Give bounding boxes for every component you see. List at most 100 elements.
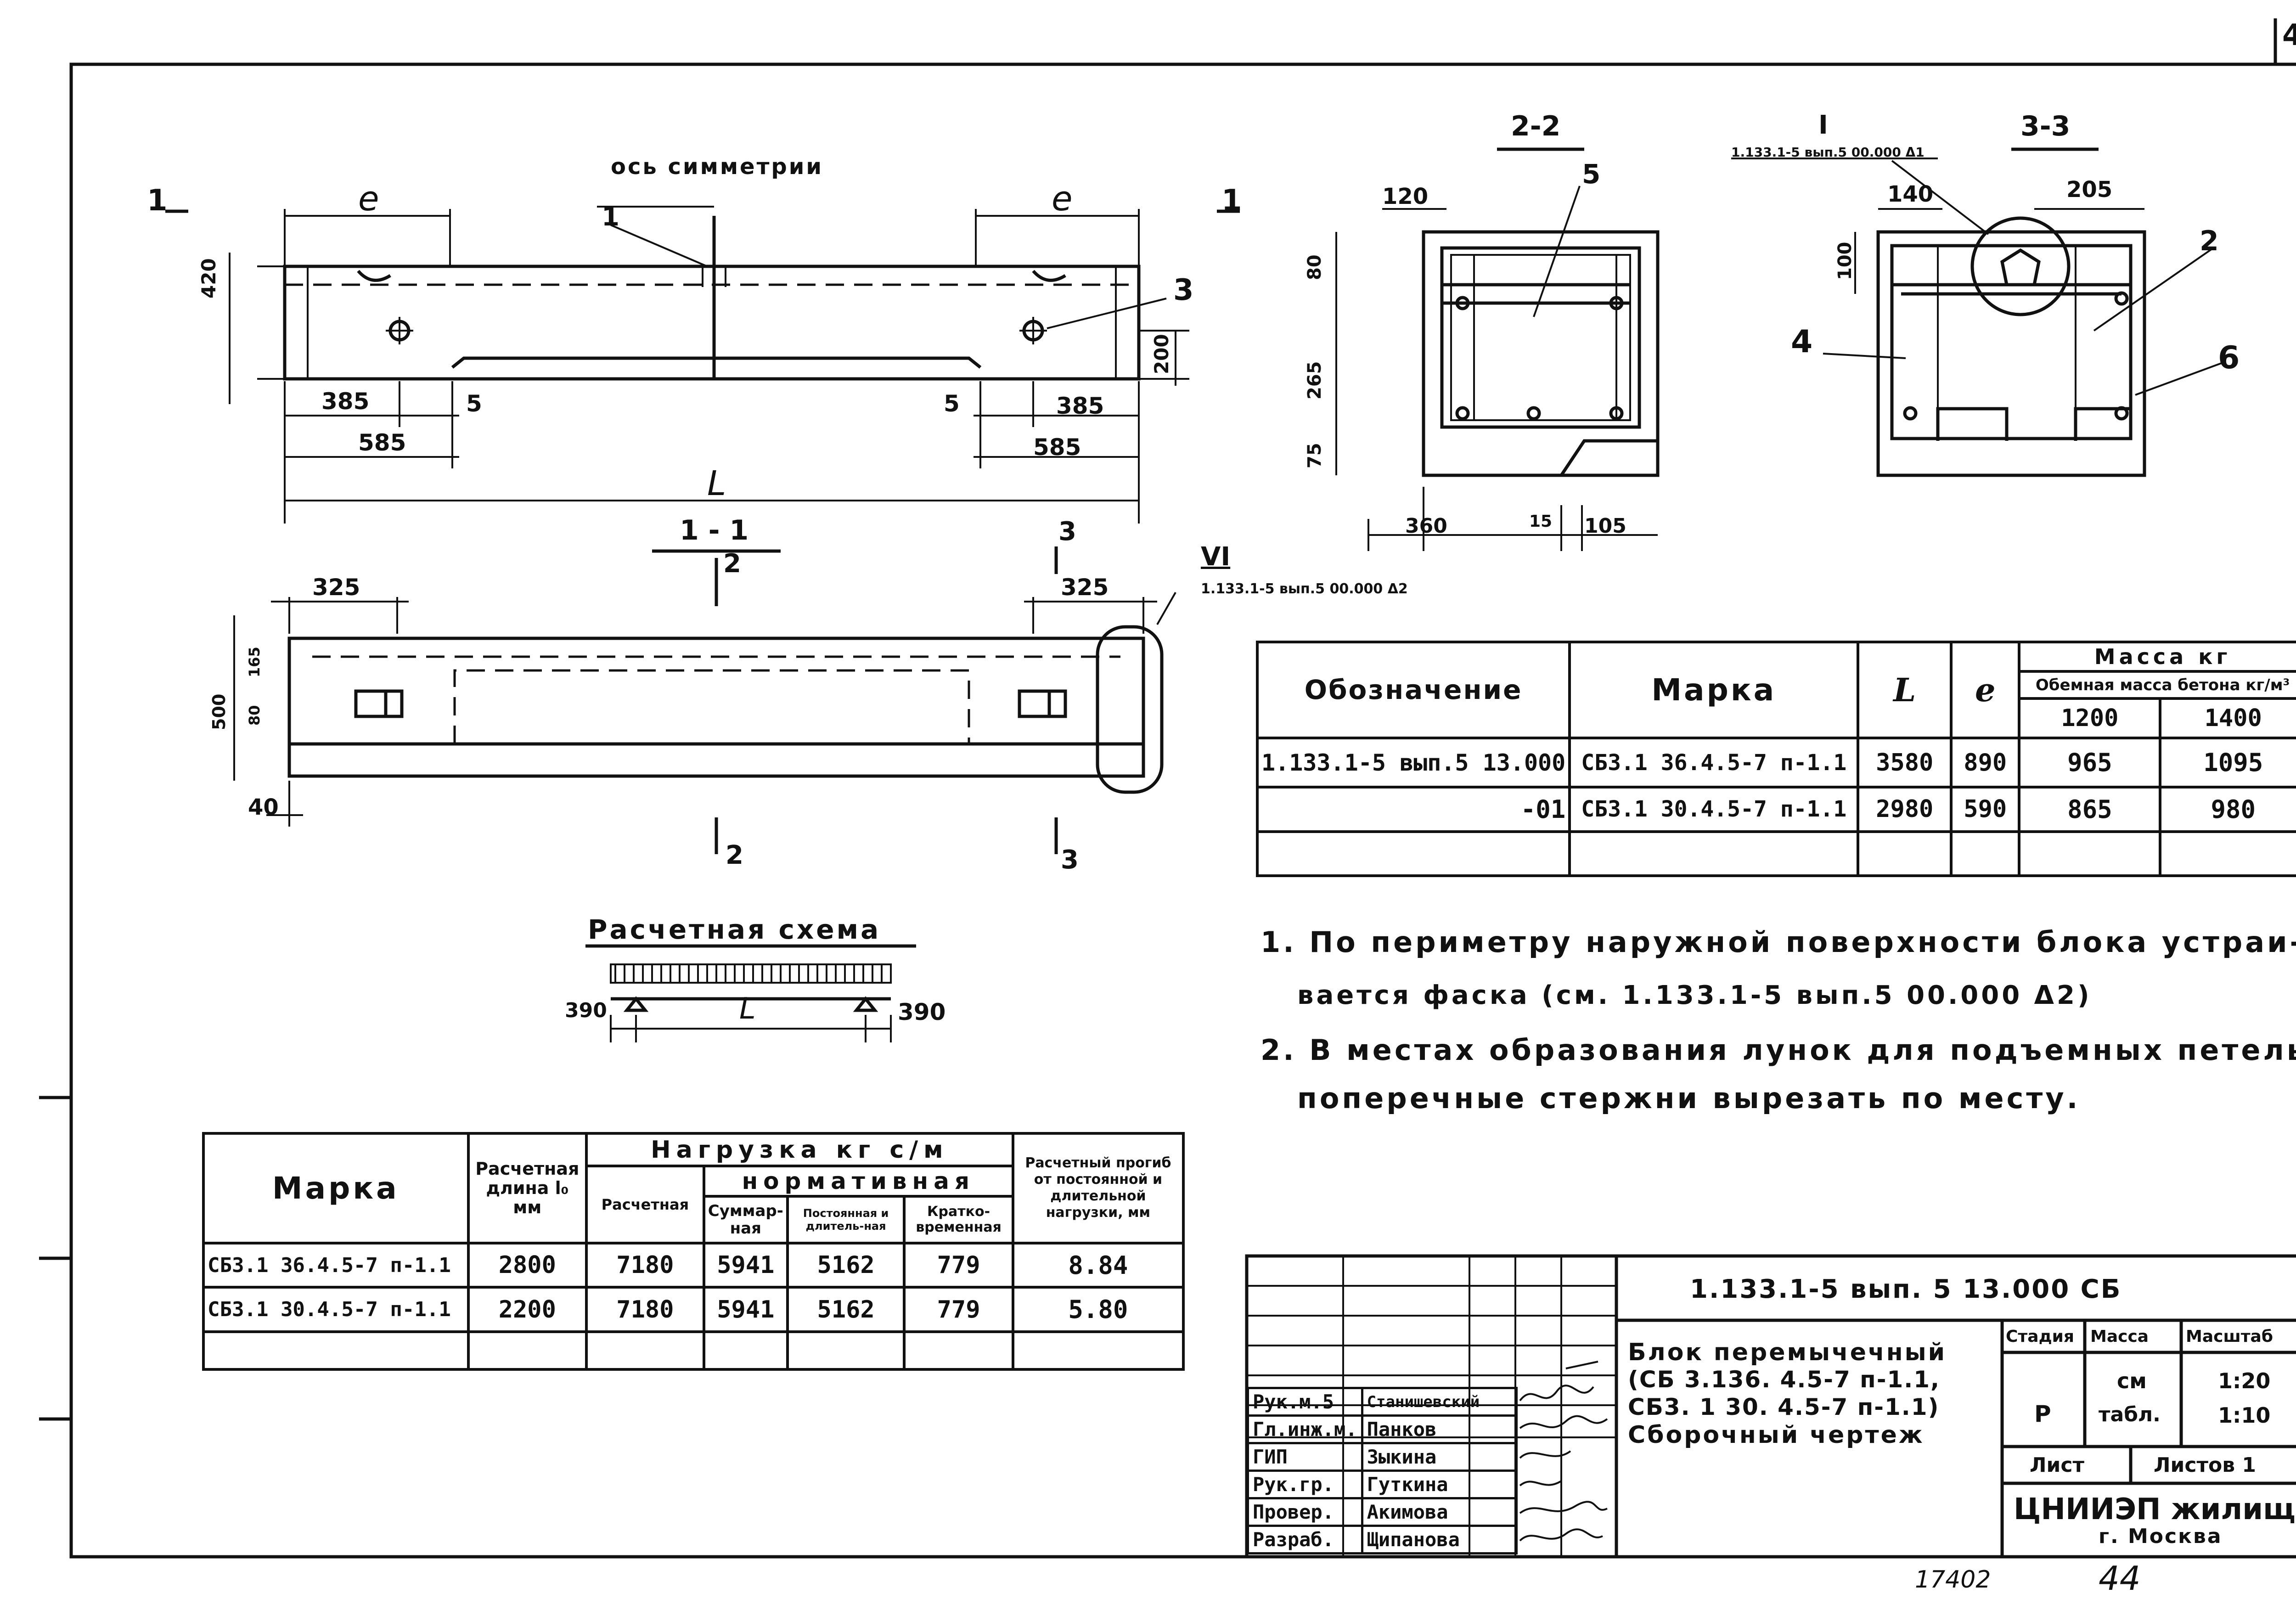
section-marker-3-top: 3 — [1058, 517, 1076, 546]
dim-80-section: 80 — [246, 705, 263, 726]
staff-role: Рук.гр. — [1247, 1470, 1363, 1499]
load-th-calculated: Расчетная — [585, 1165, 705, 1244]
load-cell-calc: 7180 — [585, 1286, 705, 1334]
section-marker-2-bottom: 2 — [726, 840, 743, 870]
section-marker-2-top: 2 — [723, 549, 741, 579]
dim-325-left: 325 — [312, 574, 360, 601]
callout-1: 1 — [602, 202, 619, 232]
section-2-2-view — [1335, 147, 1660, 551]
note-2-line-1: 2. В местах образования лунок для подъем… — [1261, 1033, 2296, 1067]
sheet-number: 44 — [2099, 1559, 2141, 1598]
mass-label: Масса — [2090, 1327, 2149, 1346]
staff-role: Разраб. — [1247, 1525, 1363, 1554]
dim-105: 105 — [1584, 514, 1626, 538]
note-1-line-2: вается фаска (см. 1.133.1-5 вып.5 00.000… — [1297, 980, 2092, 1010]
signatures — [1519, 1385, 1608, 1542]
dim-325-right: 325 — [1061, 574, 1109, 601]
load-cell-mark: СБ3.1 30.4.5-7 п-1.1 — [202, 1286, 470, 1334]
section-marker-1-right: 1 — [1221, 184, 1242, 218]
dim-140: 140 — [1887, 181, 1934, 207]
mass-row-empty — [1255, 830, 2296, 878]
calc-dim-390-right: 390 — [898, 999, 946, 1025]
load-th-length: Расчетная длина l₀ мм — [467, 1132, 588, 1244]
symmetry-axis-label: ось симметрии — [611, 154, 824, 180]
scale-label: Масштаб — [2186, 1327, 2273, 1346]
dim-500: 500 — [209, 693, 229, 730]
scale-value-1: 1:20 — [2218, 1368, 2271, 1393]
section-3-3-view — [1731, 147, 2223, 477]
load-cell-total: 5941 — [702, 1286, 789, 1334]
dim-75: 75 — [1304, 443, 1325, 468]
calc-dim-390-left: 390 — [565, 999, 607, 1022]
title-line-4: Сборочный чертеж — [1628, 1421, 1925, 1449]
callout-2: 2 — [2200, 225, 2219, 257]
mass-cell-L: 2980 — [1857, 786, 1953, 833]
node-VI-ref: 1.133.1-5 вып.5 00.000 Δ2 — [1201, 581, 1408, 597]
load-cell-calc: 7180 — [585, 1241, 705, 1289]
mass-cell-1400: 980 — [2159, 786, 2296, 833]
title-line-1: Блок перемычечный — [1628, 1339, 1947, 1366]
org-name: ЦНИИЭП жилища — [2014, 1492, 2296, 1526]
load-cell-length: 2200 — [467, 1286, 588, 1334]
archive-number: 17402 — [1915, 1566, 1991, 1593]
mass-value-2: табл. — [2099, 1403, 2161, 1426]
dim-200: 200 — [1150, 334, 1173, 374]
load-cell-deflection: 8.84 — [1011, 1241, 1185, 1289]
load-cell-length: 2800 — [467, 1241, 588, 1289]
callout-4: 4 — [1791, 324, 1813, 360]
mass-cell-designation: 1.133.1-5 вып.5 13.000 — [1255, 736, 1571, 789]
dim-5-left: 5 — [466, 390, 482, 417]
load-cell-total: 5941 — [702, 1241, 789, 1289]
mass-value-1: см — [2117, 1368, 2147, 1393]
org-city: г. Москва — [2099, 1525, 2223, 1548]
section-marker-3-bottom: 3 — [1061, 845, 1079, 875]
dim-420: 420 — [197, 258, 220, 298]
load-cell-mark: СБ3.1 36.4.5-7 п-1.1 — [202, 1241, 470, 1289]
dim-e-left: e — [358, 179, 379, 219]
load-th-short: Кратко-временная — [903, 1194, 1014, 1244]
staff-name: Акимова — [1361, 1497, 1518, 1527]
note-2-line-2: поперечные стержни вырезать по месту. — [1297, 1081, 2081, 1115]
mass-cell-L: 3580 — [1857, 736, 1953, 789]
section-2-2-label: 2-2 — [1511, 110, 1561, 142]
dim-5-right: 5 — [944, 390, 960, 417]
load-cell-short: 779 — [903, 1241, 1014, 1289]
dim-120: 120 — [1382, 184, 1429, 209]
section-beam-outline — [287, 636, 1145, 778]
calc-dim-L: L — [739, 992, 756, 1026]
callout-3-elevation: 3 — [1173, 273, 1194, 307]
section-1-1-view — [233, 546, 1176, 854]
dim-15: 15 — [1529, 512, 1553, 531]
mass-th-L: L — [1857, 641, 1953, 739]
staff-name: Панков — [1361, 1414, 1518, 1444]
sheet-frame — [69, 62, 2296, 1559]
mass-th-1200: 1200 — [2018, 697, 2162, 739]
staff-name: Зыкина — [1361, 1442, 1518, 1472]
dim-205: 205 — [2066, 177, 2113, 203]
dim-360: 360 — [1405, 514, 1447, 538]
staff-role: ГИП — [1247, 1442, 1363, 1472]
node-I-label: I — [1818, 110, 1828, 140]
section-marker-1-left: 1 — [147, 184, 168, 218]
load-cell-perm: 5162 — [786, 1241, 906, 1289]
dim-80-22: 80 — [1304, 254, 1325, 280]
mass-row: -01 СБ3.1 30.4.5-7 п-1.1 2980 590 865 98… — [1255, 786, 2296, 833]
load-th-load: Нагрузка кг с/м — [585, 1132, 1014, 1168]
mass-table: Обозначение Марка L e Масса кг Обемная м… — [1255, 640, 2296, 878]
section-1-1-label: 1 - 1 — [680, 514, 749, 546]
mass-cell-e: 890 — [1950, 736, 2021, 789]
staff-name: Щипанова — [1361, 1525, 1518, 1554]
title-line-2: (СБ 3.136. 4.5-7 п-1.1, — [1628, 1366, 1941, 1393]
dim-585-right: 585 — [1033, 434, 1081, 461]
load-cell-perm: 5162 — [786, 1286, 906, 1334]
load-th-deflection: Расчетный прогиб от постоянной и длитель… — [1011, 1132, 1185, 1244]
load-th-total: Суммар-ная — [702, 1194, 789, 1244]
mass-cell-1200: 965 — [2018, 736, 2162, 789]
callout-5: 5 — [1582, 158, 1601, 190]
load-row: СБ3.1 36.4.5-7 п-1.1 2800 7180 5941 5162… — [202, 1241, 1185, 1289]
dim-385-left: 385 — [321, 388, 370, 415]
dim-L-elevation: L — [707, 464, 726, 503]
dim-165: 165 — [246, 647, 263, 677]
load-row-empty — [202, 1330, 1185, 1371]
